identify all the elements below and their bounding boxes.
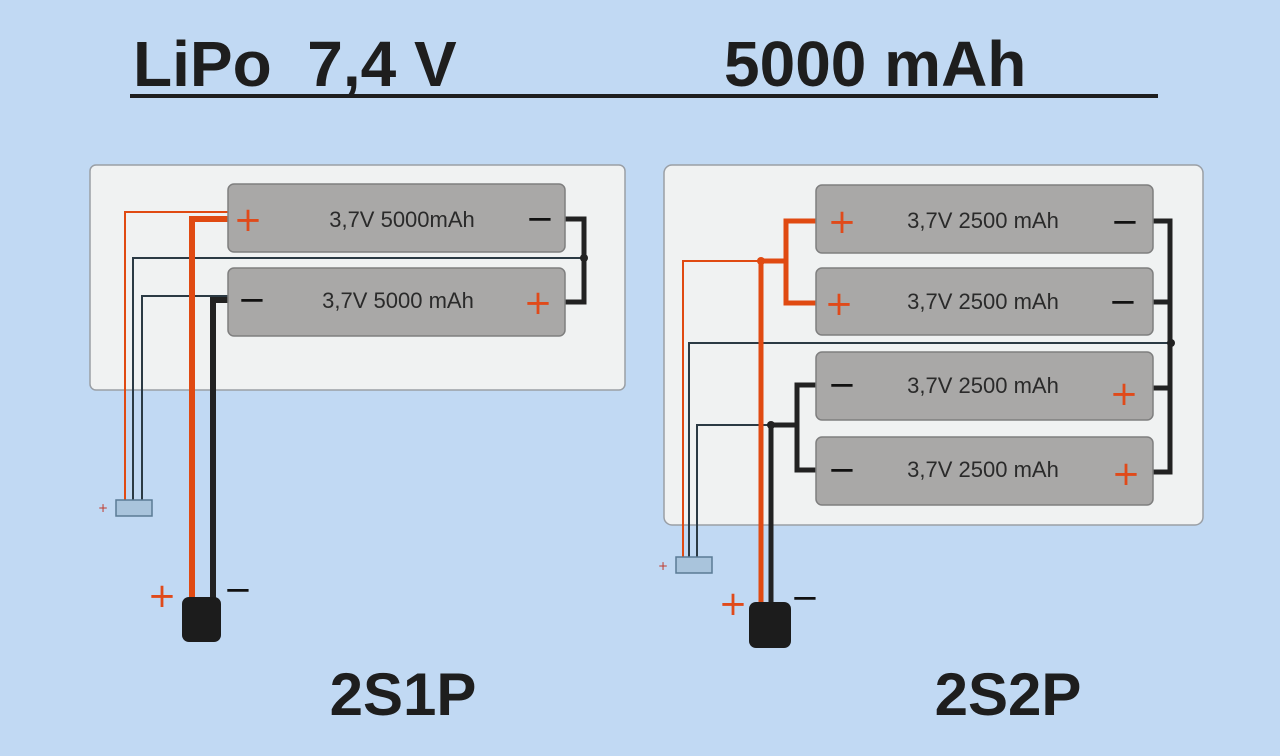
plug-minus-mark: − [224, 570, 253, 610]
cell-1: + 3,7V 2500 mAh − [815, 184, 1154, 254]
balance-wire-middle [132, 257, 584, 510]
cell-pole: + [1112, 454, 1141, 494]
cell-pole: + [1110, 374, 1139, 414]
balance-connector [115, 499, 153, 517]
cell-pole: + [234, 200, 263, 240]
plug-plus-mark: + [148, 576, 177, 616]
cell-pole: − [828, 365, 857, 405]
main-wire-negative [210, 297, 228, 600]
cell-3: − 3,7V 2500 mAh + [815, 351, 1154, 421]
config-label: 2S1P [330, 661, 477, 728]
diagram-2s1p: + 3,7V 5000mAh − − 3,7V 5000 mAh + + + −… [89, 164, 626, 728]
balance-plus-mark: + [98, 501, 108, 515]
cell-pole: − [1109, 282, 1138, 322]
cell-rating: 3,7V 2500 mAh [907, 457, 1059, 482]
cell-rating: 3,7V 2500 mAh [907, 373, 1059, 398]
config-label: 2S2P [935, 661, 1082, 728]
cell-pole: − [238, 280, 267, 320]
junction-node [767, 421, 775, 429]
balance-wire-negative [141, 295, 228, 510]
cell-2: + 3,7V 2500 mAh − [815, 267, 1154, 336]
main-plug [182, 597, 221, 642]
balance-wire-negative [696, 424, 771, 565]
cell-pole: − [1111, 202, 1140, 242]
balance-connector [675, 556, 713, 574]
cell-rating: 3,7V 2500 mAh [907, 208, 1059, 233]
main-wire-positive [189, 216, 228, 600]
cell-pole: + [828, 202, 857, 242]
main-plug [749, 602, 791, 648]
cell-pole: + [524, 283, 553, 323]
cell-2: − 3,7V 5000 mAh + [227, 267, 566, 337]
balance-wire-positive [682, 260, 761, 565]
balance-plus-mark: + [658, 559, 668, 573]
title-voltage: LiPo 7,4 V [133, 28, 457, 100]
cell-pole: − [828, 450, 857, 490]
cell-1: + 3,7V 5000mAh − [227, 183, 566, 253]
plug-minus-mark: − [791, 578, 820, 618]
cell-rating: 3,7V 5000mAh [329, 207, 475, 232]
cell-rating: 3,7V 5000 mAh [322, 288, 474, 313]
plug-plus-mark: + [719, 584, 748, 624]
title-capacity: 5000 mAh [724, 28, 1026, 100]
cell-4: − 3,7V 2500 mAh + [815, 436, 1154, 506]
balance-wire-positive [124, 211, 228, 510]
junction-node [1167, 339, 1175, 347]
diagram-2s2p: + 3,7V 2500 mAh − + 3,7V 2500 mAh − − 3,… [658, 164, 1204, 728]
junction-node [757, 257, 765, 265]
balance-wire-middle [688, 342, 1170, 565]
junction-node [580, 254, 588, 262]
cell-pole: + [825, 284, 854, 324]
cell-rating: 3,7V 2500 mAh [907, 289, 1059, 314]
cell-pole: − [526, 199, 555, 239]
